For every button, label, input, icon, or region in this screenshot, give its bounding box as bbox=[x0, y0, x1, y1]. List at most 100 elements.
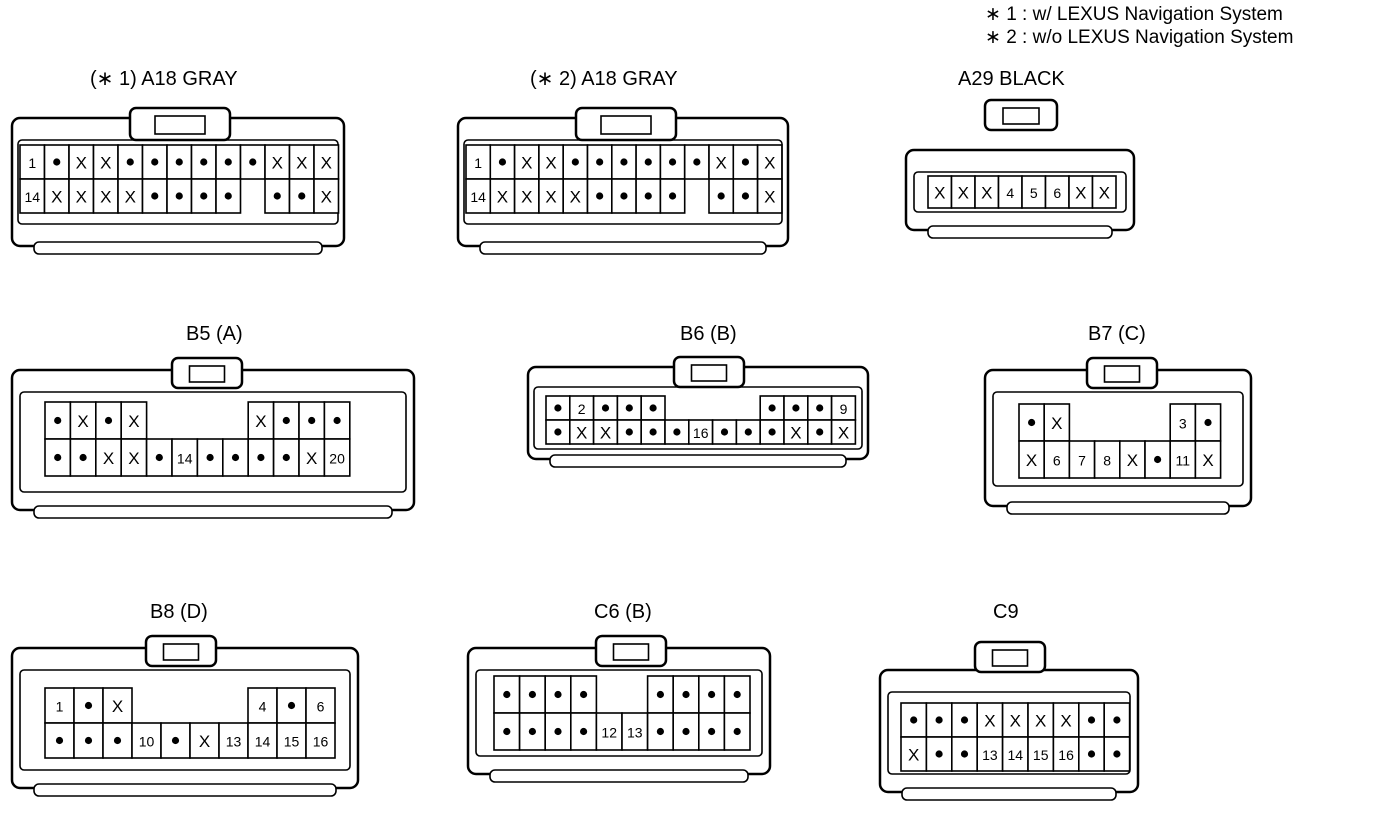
pin-cell bbox=[68, 178, 95, 214]
pin-dot bbox=[668, 192, 677, 200]
pin-dot bbox=[741, 158, 750, 166]
pin-unused: X bbox=[576, 424, 587, 443]
pin-number: 7 bbox=[1078, 453, 1086, 469]
pin-dot bbox=[151, 158, 159, 166]
pin-dot bbox=[649, 428, 657, 436]
pin-dot bbox=[792, 404, 800, 412]
pin-number: 6 bbox=[1053, 185, 1061, 201]
pin-dot bbox=[733, 727, 741, 736]
pin-unused: X bbox=[600, 424, 611, 443]
pin-dot bbox=[175, 158, 183, 166]
pin-number: 10 bbox=[139, 734, 155, 750]
pin-cell bbox=[756, 178, 783, 214]
pin-cell bbox=[43, 178, 70, 214]
legend-note-2: ∗ 2 : w/o LEXUS Navigation System bbox=[985, 27, 1294, 48]
pin-number: 16 bbox=[1058, 747, 1074, 763]
pin-dot bbox=[682, 690, 690, 699]
pin-cell bbox=[1068, 440, 1096, 479]
pin-number: 4 bbox=[259, 699, 267, 715]
pin-dot bbox=[104, 416, 113, 425]
latch-tab bbox=[162, 643, 200, 661]
pin-dot bbox=[554, 690, 562, 699]
pin-cell bbox=[68, 144, 95, 180]
pin-dot bbox=[644, 192, 652, 200]
pin-dot bbox=[733, 690, 741, 699]
pin-dot bbox=[224, 158, 232, 166]
pin-dot bbox=[816, 404, 824, 412]
pin-number: 1 bbox=[28, 155, 36, 171]
pin-dot bbox=[693, 158, 701, 166]
pin-unused: X bbox=[908, 746, 919, 765]
pin-dot bbox=[720, 428, 729, 436]
pin-unused: X bbox=[103, 449, 114, 468]
pin-cell bbox=[1194, 440, 1222, 479]
pin-unused: X bbox=[100, 154, 111, 173]
pin-unused: X bbox=[76, 154, 87, 173]
latch-tab bbox=[600, 115, 652, 135]
pin-dot bbox=[231, 453, 240, 462]
pin-dot bbox=[708, 690, 716, 699]
pin-cell bbox=[323, 438, 351, 477]
pin-dot bbox=[257, 453, 265, 462]
pin-unused: X bbox=[1035, 712, 1046, 731]
pin-cell bbox=[95, 401, 123, 440]
pin-dot bbox=[1154, 455, 1162, 464]
pin-unused: X bbox=[199, 732, 210, 751]
pin-unused: X bbox=[958, 184, 969, 203]
pin-dot bbox=[717, 192, 725, 200]
pin-cell bbox=[19, 144, 46, 180]
pin-cell bbox=[1052, 702, 1080, 738]
pin-number: 14 bbox=[470, 189, 486, 205]
pin-dot bbox=[503, 727, 511, 736]
pin-unused: X bbox=[497, 188, 508, 207]
pin-cell bbox=[1169, 440, 1197, 479]
pin-dot bbox=[625, 428, 633, 436]
connector-rail bbox=[33, 241, 323, 255]
connector-label-a29: A29 BLACK bbox=[958, 68, 1065, 90]
pin-dot bbox=[644, 158, 652, 166]
pin-cell bbox=[1018, 440, 1046, 479]
pin-cell bbox=[1091, 175, 1117, 209]
pin-unused: X bbox=[1075, 184, 1086, 203]
pin-cell bbox=[538, 178, 565, 214]
pin-dot bbox=[498, 158, 507, 166]
pin-cell bbox=[1093, 440, 1121, 479]
pin-number: 14 bbox=[177, 451, 193, 467]
pin-number: 3 bbox=[1179, 416, 1187, 432]
pin-dot bbox=[656, 727, 665, 736]
connector-rail bbox=[33, 783, 337, 797]
pin-number: 13 bbox=[627, 725, 643, 741]
pin-dot bbox=[935, 716, 943, 724]
pin-unused: X bbox=[764, 188, 775, 207]
pin-number: 14 bbox=[24, 189, 40, 205]
pin-dot bbox=[580, 727, 588, 736]
pin-dot bbox=[171, 736, 180, 745]
pin-unused: X bbox=[321, 154, 332, 173]
pin-unused: X bbox=[76, 188, 87, 207]
pin-dot bbox=[554, 404, 562, 412]
pin-dot bbox=[54, 416, 62, 425]
pin-dot bbox=[84, 736, 93, 745]
pin-number: 15 bbox=[284, 734, 300, 750]
pin-dot bbox=[151, 192, 159, 200]
pin-dot bbox=[528, 727, 537, 736]
pin-unused: X bbox=[1051, 414, 1062, 433]
pin-number: 11 bbox=[1176, 453, 1191, 469]
pin-dot bbox=[673, 428, 681, 436]
connector-label-b8: B8 (D) bbox=[150, 601, 208, 623]
pin-unused: X bbox=[112, 697, 123, 716]
pin-unused: X bbox=[255, 412, 266, 431]
pin-number: 5 bbox=[1030, 185, 1038, 201]
pin-cell bbox=[900, 702, 928, 738]
pin-number: 14 bbox=[1008, 747, 1024, 763]
pin-dot bbox=[282, 416, 290, 425]
pin-dot bbox=[113, 736, 122, 745]
pin-dot bbox=[273, 192, 281, 200]
pin-dot bbox=[1204, 418, 1212, 427]
pin-cell bbox=[44, 687, 75, 724]
pin-unused: X bbox=[321, 188, 332, 207]
